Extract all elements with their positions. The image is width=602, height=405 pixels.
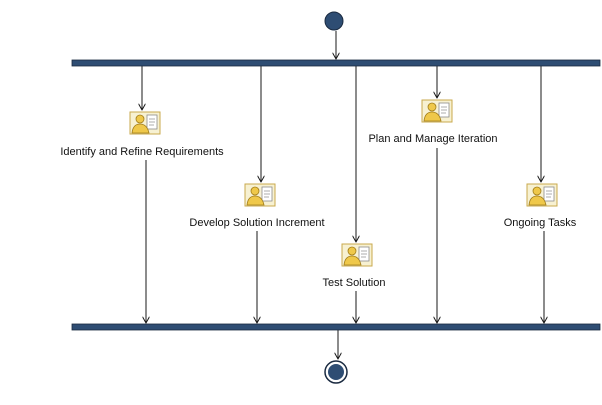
activity-identify[interactable]: Identify and Refine Requirements: [60, 111, 224, 158]
join-bar[interactable]: [71, 323, 601, 331]
task-activity-icon: [244, 183, 276, 207]
activity-ongoing[interactable]: Ongoing Tasks: [504, 183, 577, 229]
final-node[interactable]: [324, 360, 348, 384]
initial-node[interactable]: [324, 11, 344, 31]
activity-label-test: Test Solution: [323, 277, 386, 289]
task-activity-icon: [129, 111, 161, 135]
activity-test[interactable]: Test Solution: [323, 243, 386, 289]
task-activity-icon: [341, 243, 373, 267]
connectors: [142, 31, 544, 359]
task-activity-icon: [421, 99, 453, 123]
activity-plan[interactable]: Plan and Manage Iteration: [368, 99, 498, 145]
activity-label-ongoing: Ongoing Tasks: [504, 217, 577, 229]
activity-label-develop: Develop Solution Increment: [189, 217, 324, 229]
activity-develop[interactable]: Develop Solution Increment: [189, 183, 325, 229]
activity-label-identify: Identify and Refine Requirements: [60, 146, 224, 158]
activity-label-plan: Plan and Manage Iteration: [368, 133, 497, 145]
fork-bar[interactable]: [71, 59, 601, 67]
task-activity-icon: [526, 183, 558, 207]
